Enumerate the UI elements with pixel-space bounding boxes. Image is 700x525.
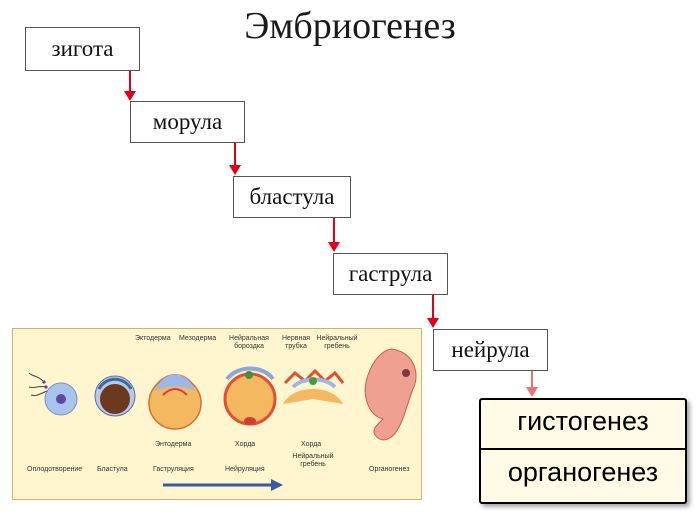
stage-gastrula: гаструла — [333, 253, 448, 295]
label-neural-tube: Нервная трубка — [281, 335, 311, 350]
neurulation-image — [223, 366, 277, 426]
embryogenesis-illustration: Эктодерма Мезодерма Нейральная бороздка … — [12, 328, 422, 500]
stage-neurula: нейрула — [433, 329, 548, 371]
label-chord-2: Хорда — [301, 441, 322, 448]
arrow-morula-blastula — [229, 143, 241, 175]
label-neurulation: Нейруляция — [225, 466, 265, 473]
label-neural-groove: Нейральная бороздка — [229, 335, 269, 350]
label-gastrulation: Гаструляция — [153, 466, 194, 473]
label-organogenesis: Органогенез — [369, 466, 410, 473]
final-organogenesis: органогенез — [507, 457, 659, 487]
embryo-image — [364, 348, 417, 441]
stage-morula: морула — [130, 101, 245, 143]
arrow-zygote-morula — [124, 71, 136, 101]
label-ectoderm: Эктодерма — [135, 335, 171, 342]
final-divider — [481, 448, 685, 450]
fertilization-image — [28, 372, 78, 416]
stage-zygote: зигота — [25, 27, 140, 71]
final-stages-box: гистогенез органогенез — [479, 398, 687, 504]
neural-tube-image — [283, 368, 345, 404]
embryo-stages-drawing — [28, 348, 417, 491]
arrow-neurula-final — [526, 371, 538, 397]
gastrulation-image — [148, 374, 202, 430]
diagram-title: Эмбриогенез — [244, 5, 456, 47]
label-neural-crest-bottom: Нейральный гребень — [292, 453, 334, 468]
arrow-blastula-gastrula — [328, 218, 340, 252]
stage-blastula: бластула — [233, 176, 351, 218]
label-chord-1: Хорда — [235, 441, 256, 448]
label-mesoderm: Мезодерма — [179, 335, 217, 342]
arrow-gastrula-neurula — [427, 295, 439, 328]
blastula-image — [94, 375, 136, 417]
label-endoderm: Энтодерма — [155, 441, 192, 448]
label-blastula: Бластула — [97, 466, 128, 473]
label-fertilization: Оплодотворение — [27, 466, 83, 473]
final-histogenesis: гистогенез — [517, 406, 649, 436]
label-neural-crest-top: Нейральный гребень — [316, 335, 358, 350]
